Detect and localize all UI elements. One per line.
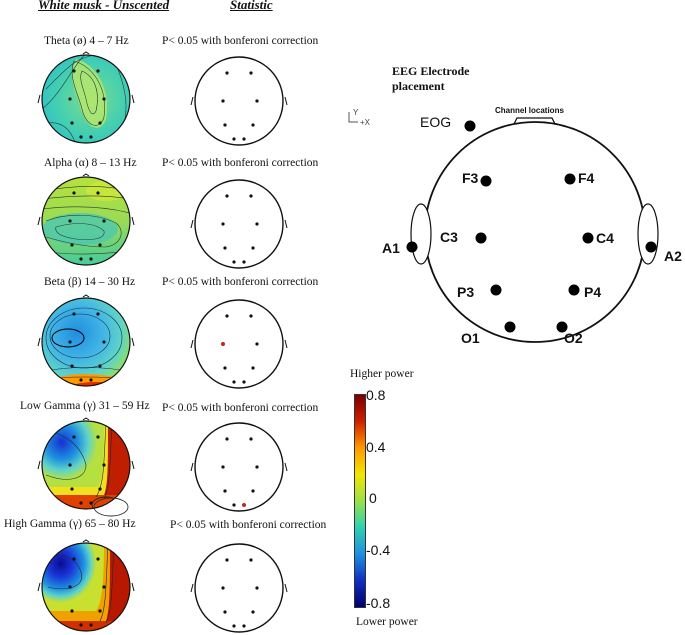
band-label-theta: Theta (ø) 4 – 7 Hz xyxy=(44,35,129,47)
significant-electrode-marker xyxy=(242,503,246,507)
colorbar-bottom-caption: Lower power xyxy=(356,616,418,628)
channel-locations-label: Channel locations xyxy=(495,106,564,115)
significant-electrode-marker xyxy=(221,342,225,346)
electrode-label-a1: A1 xyxy=(382,240,400,256)
topomap-beta xyxy=(37,294,135,387)
colorbar-tick-neg0.8: -0.8 xyxy=(366,595,391,611)
electrode-dot-o1 xyxy=(504,321,516,333)
electrode-dot-a2 xyxy=(645,241,657,253)
axis-x-label: +X xyxy=(360,118,371,127)
topomap-high-gamma xyxy=(37,539,135,632)
electrode-dot-a1 xyxy=(406,241,418,253)
electrode-dot-o2 xyxy=(556,321,568,333)
stat-label-theta: P< 0.05 with bonferoni correction xyxy=(162,35,319,47)
statistic-map-low-gamma xyxy=(190,422,288,512)
statistic-map-high-gamma xyxy=(190,543,288,633)
electrode-label-o1: O1 xyxy=(461,330,480,346)
electrode-dot-p3 xyxy=(490,284,502,296)
band-label-beta: Beta (β) 14 – 30 Hz xyxy=(44,276,136,288)
statistic-column-header: Statistic xyxy=(230,0,273,12)
electrode-label-a2: A2 xyxy=(664,248,682,264)
electrode-label-f4: F4 xyxy=(578,170,595,186)
electrode-label-c4: C4 xyxy=(596,230,614,246)
electrode-label-p3: P3 xyxy=(457,284,475,300)
stat-label-low-gamma: P< 0.05 with bonferoni correction xyxy=(162,402,319,414)
eeg-panel-title: EEG Electrode placement xyxy=(392,64,469,94)
colorbar-tick-0: 0 xyxy=(369,490,377,506)
band-label-alpha: Alpha (α) 8 – 13 Hz xyxy=(44,157,137,169)
electrode-dot-f4 xyxy=(564,173,576,185)
topomap-column-header: White musk - Unscented xyxy=(38,0,170,12)
electrode-dot-c3 xyxy=(475,232,487,244)
left-ear xyxy=(410,203,432,265)
electrode-label-c3: C3 xyxy=(440,229,458,245)
right-ear xyxy=(637,203,659,265)
stat-label-alpha: P< 0.05 with bonferoni correction xyxy=(162,157,319,169)
axis-indicator-icon xyxy=(348,112,358,123)
colorbar-top-caption: Higher power xyxy=(350,368,414,380)
axis-y-label: Y xyxy=(353,108,359,117)
electrode-label-f3: F3 xyxy=(462,170,479,186)
statistic-map-alpha xyxy=(190,179,288,269)
colorbar-tick-neg0.4: -0.4 xyxy=(366,542,391,558)
eeg-title-line1: EEG Electrode xyxy=(392,64,470,78)
colorbar-gradient xyxy=(354,394,366,608)
topomap-alpha xyxy=(37,173,135,266)
band-label-high-gamma: High Gamma (γ) 65 – 80 Hz xyxy=(4,518,136,530)
band-label-low-gamma: Low Gamma (γ) 31 – 59 Hz xyxy=(20,400,150,412)
electrode-dot-c4 xyxy=(582,232,594,244)
topomap-theta xyxy=(37,51,135,144)
electrode-dot-p4 xyxy=(568,284,580,296)
electrode-label-o2: O2 xyxy=(564,330,583,346)
stat-label-high-gamma: P< 0.05 with bonferoni correction xyxy=(170,519,327,531)
electrode-label-eog: EOG xyxy=(420,114,452,130)
colorbar-tick-0.4: 0.4 xyxy=(366,439,386,455)
electrode-label-p4: P4 xyxy=(584,284,602,300)
eeg-title-line2: placement xyxy=(392,79,445,93)
electrode-dot-eog xyxy=(464,120,476,132)
topomap-low-gamma xyxy=(37,417,135,517)
electrode-head-diagram xyxy=(406,117,659,343)
statistic-map-theta xyxy=(190,56,288,146)
stat-label-beta: P< 0.05 with bonferoni correction xyxy=(162,276,319,288)
colorbar-tick-0.8: 0.8 xyxy=(366,387,386,403)
electrode-dot-f3 xyxy=(480,175,492,187)
statistic-map-beta xyxy=(190,299,288,389)
